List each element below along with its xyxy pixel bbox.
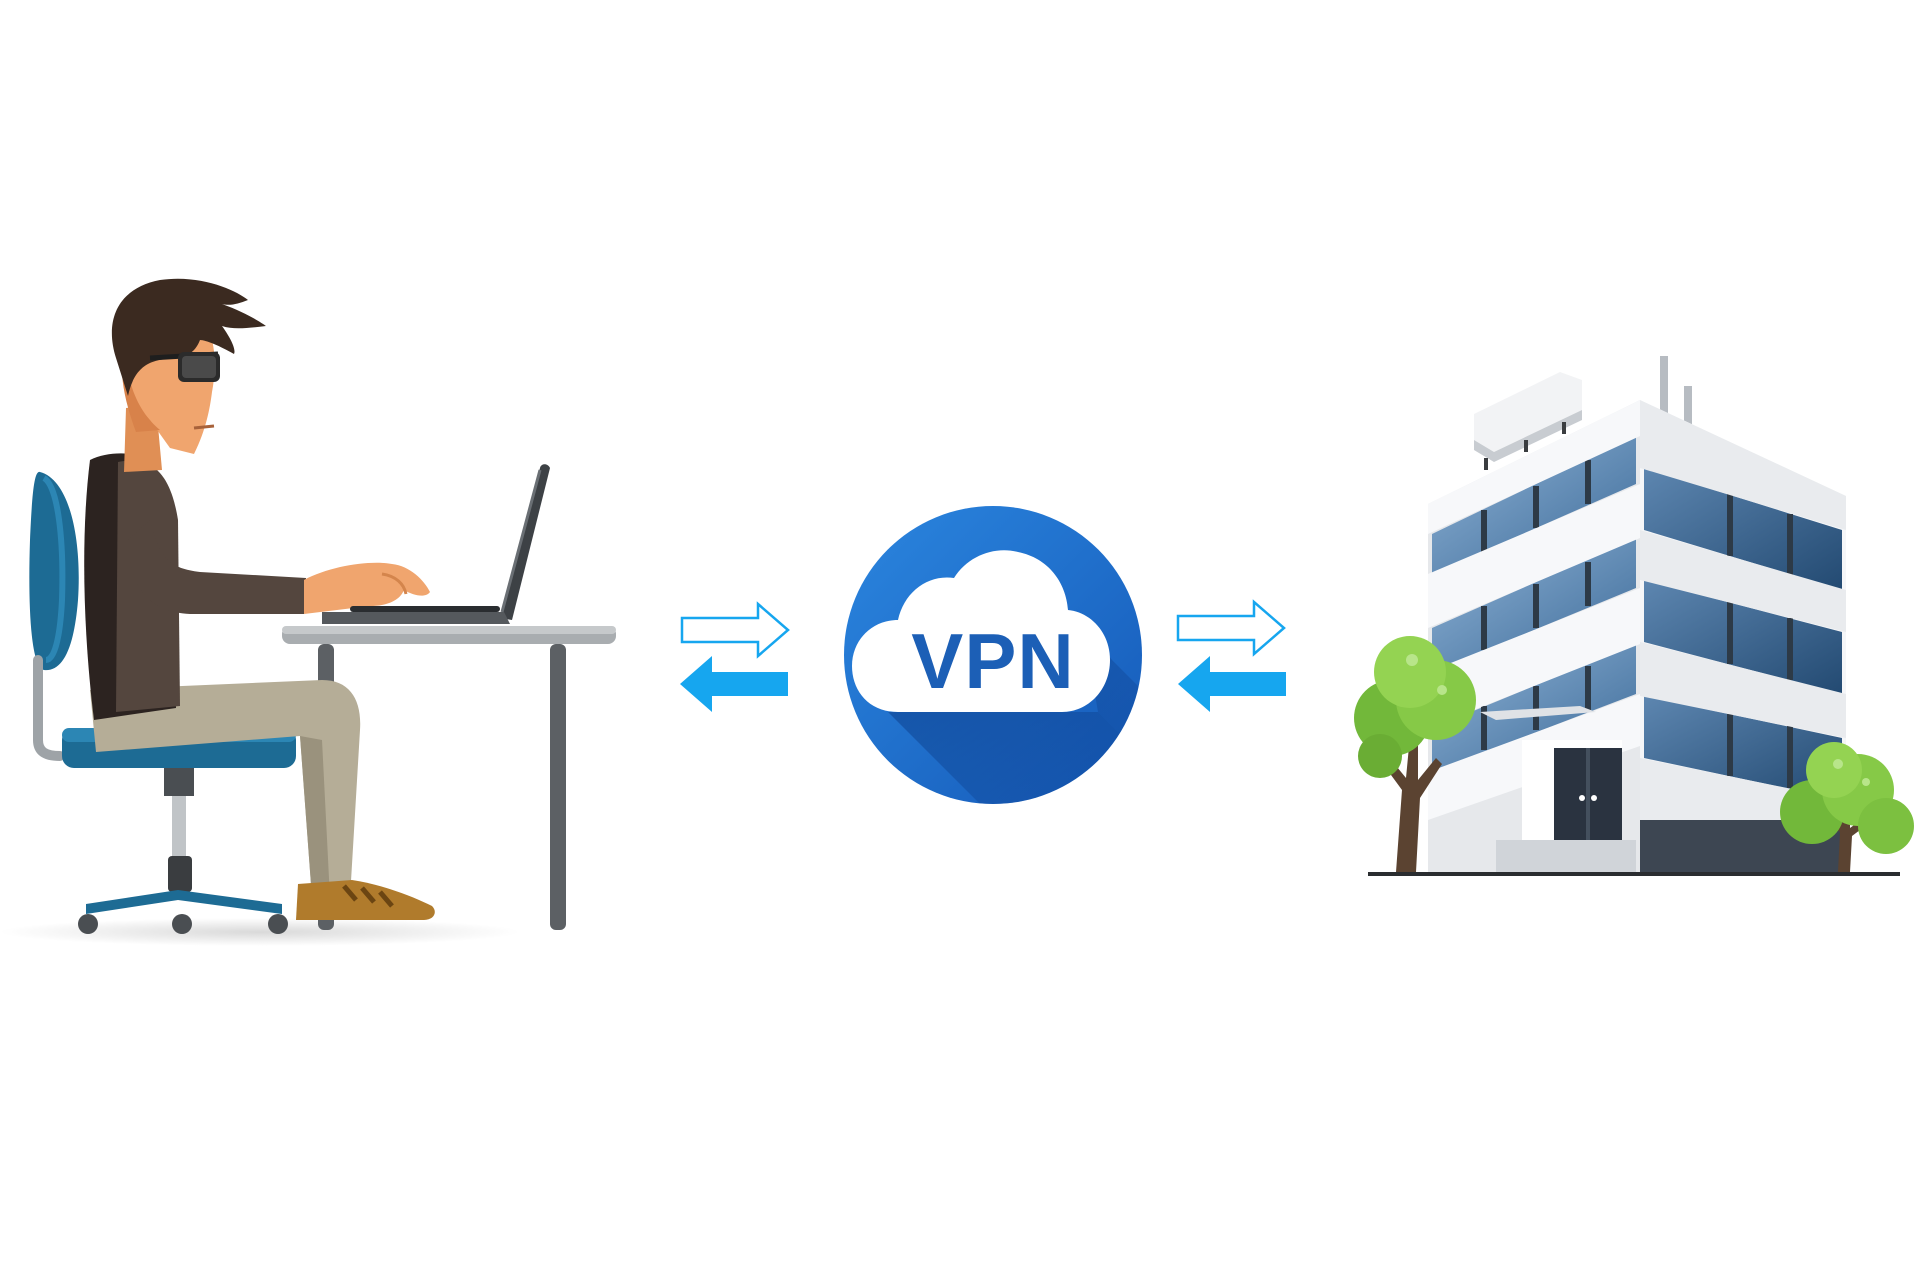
vpn-node: VPN: [844, 506, 1142, 804]
arrow-left-filled-icon: [680, 656, 788, 712]
cloud-icon: [852, 550, 1110, 712]
tree-icon: [1780, 742, 1914, 872]
bidirectional-arrows-icon: [680, 601, 790, 712]
building-windows-left: [1432, 436, 1636, 772]
office-building-icon: [1354, 356, 1914, 876]
arrow-left-filled-icon: [1178, 656, 1286, 712]
person-at-laptop-icon: [0, 278, 616, 946]
bidirectional-arrows-icon: [1176, 599, 1286, 712]
building-windows-right: [1644, 468, 1842, 800]
tree-icon: [1354, 636, 1476, 872]
arrow-right-outline-icon: [680, 601, 790, 659]
vpn-label: VPN: [911, 617, 1074, 705]
arrow-right-outline-icon: [1176, 599, 1286, 657]
